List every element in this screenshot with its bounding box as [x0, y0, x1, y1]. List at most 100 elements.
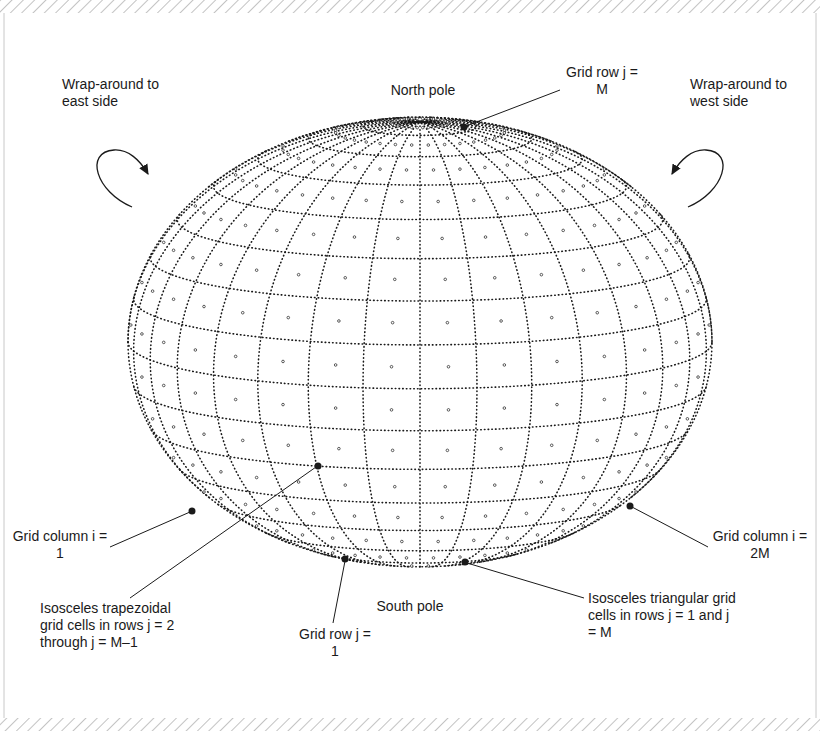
grid-point: [503, 132, 506, 135]
grid-point: [331, 197, 334, 200]
leader-lines: [110, 90, 708, 623]
grid-point: [643, 205, 646, 208]
grid-point: [172, 249, 175, 252]
grid-point: [427, 144, 430, 147]
grid-point: [556, 149, 559, 152]
grid-point: [500, 126, 503, 129]
grid-point: [562, 190, 565, 193]
grid-point: [603, 168, 606, 171]
grid-point: [234, 174, 237, 177]
grid-point: [234, 168, 237, 171]
grid-point: [365, 199, 368, 202]
grid-point: [312, 549, 315, 552]
grid-point: [334, 129, 337, 132]
grid-point: [500, 320, 503, 323]
grid-point: [437, 200, 440, 203]
grid-point: [603, 355, 606, 358]
grid-point: [618, 218, 621, 221]
grid-point: [635, 212, 638, 215]
grid-point: [506, 164, 509, 167]
grid-point: [675, 341, 678, 344]
grid-point: [596, 439, 599, 442]
grid-point: [540, 273, 543, 276]
grid-point: [241, 311, 244, 314]
grid-point: [393, 124, 396, 127]
grid-point: [334, 132, 337, 135]
grid-point: [500, 134, 503, 137]
grid-point: [393, 278, 396, 281]
leader-dot: [315, 463, 322, 470]
leader-dots: [189, 124, 634, 566]
grid-point: [162, 384, 165, 387]
grid-point: [582, 269, 585, 272]
grid-line: [128, 342, 712, 389]
grid-point: [459, 168, 462, 171]
grid-point: [540, 157, 543, 160]
grid-line: [324, 554, 516, 563]
grid-point: [410, 126, 413, 129]
grid-point: [593, 224, 596, 227]
grid-point: [282, 149, 285, 152]
grid-point: [130, 324, 133, 327]
grid-point: [503, 407, 506, 410]
annotation-label: North pole: [373, 82, 473, 99]
grid-line: [258, 151, 582, 185]
grid-point: [282, 360, 285, 363]
grid-point: [416, 126, 419, 129]
leader-line: [130, 467, 316, 598]
grid-point: [379, 556, 382, 559]
grid-line: [151, 430, 688, 469]
grid-point: [379, 168, 382, 171]
grid-point: [172, 298, 175, 301]
grid-point: [444, 485, 447, 488]
grid-point: [441, 119, 444, 122]
grid-point: [410, 117, 413, 120]
grid-point: [162, 241, 165, 244]
grid-point: [441, 516, 444, 519]
grid-point: [220, 471, 223, 474]
grid-point: [635, 491, 638, 494]
grid-point: [525, 549, 528, 552]
grid-point: [287, 316, 290, 319]
grid-point: [416, 117, 419, 120]
annotation-label: Grid row j = 1: [295, 626, 375, 660]
grid-point: [536, 194, 539, 197]
grid-point: [301, 194, 304, 197]
grid-point: [556, 403, 559, 406]
grid-line: [266, 533, 574, 551]
grid-line: [308, 130, 531, 157]
grid-point: [344, 137, 347, 140]
grid-point: [331, 537, 334, 540]
leader-line: [632, 507, 708, 547]
grid-point: [556, 145, 559, 148]
grid-point: [255, 476, 258, 479]
grid-point: [255, 185, 258, 188]
grid-point: [432, 557, 435, 560]
grid-point: [287, 153, 290, 156]
grid-point: [708, 324, 711, 327]
grid-point: [162, 341, 165, 344]
grid-point: [338, 134, 341, 137]
grid-point: [562, 229, 565, 232]
grid-point: [503, 129, 506, 132]
grid-point: [437, 118, 440, 121]
grid-point: [427, 565, 430, 568]
grid-point: [391, 321, 394, 324]
grid-point: [697, 376, 700, 379]
leader-dot: [342, 556, 349, 563]
grid-point: [635, 305, 638, 308]
grid-point: [506, 552, 509, 555]
grid-point: [686, 290, 689, 293]
grid-point: [194, 349, 197, 352]
grid-point: [582, 525, 585, 528]
grid-point: [220, 218, 223, 221]
grid-point: [550, 316, 553, 319]
grid-point: [390, 409, 393, 412]
grid-point: [194, 205, 197, 208]
grid-point: [484, 139, 487, 142]
grid-point: [443, 143, 446, 146]
grid-point: [141, 376, 144, 379]
leader-dot: [189, 508, 196, 515]
grid-point: [562, 530, 565, 533]
frame-line: [816, 13, 817, 718]
